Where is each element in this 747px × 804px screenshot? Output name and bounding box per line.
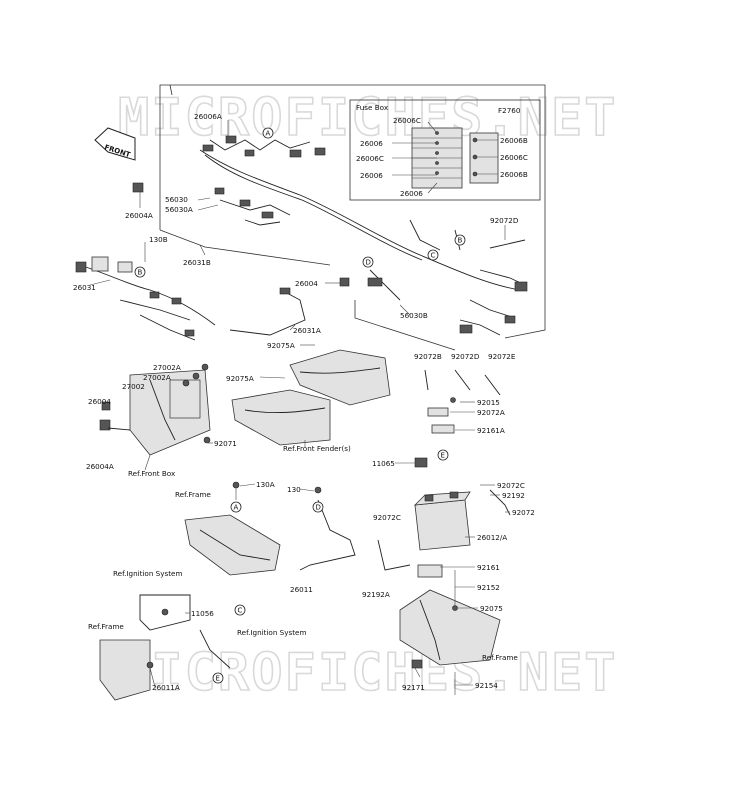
ref-ignition-1: Ref.Ignition System: [113, 569, 182, 578]
fuse-label-26006-a: 26006: [360, 139, 383, 148]
fuse-box: Fuse Box 26006C 26006 26006C 26006 26006…: [349, 99, 541, 201]
ignition-mount: [99, 594, 231, 701]
label-92015: 92015: [477, 398, 500, 407]
svg-text:C: C: [238, 607, 243, 615]
fuse-label-26006B-a: 26006B: [500, 136, 528, 145]
svg-text:B: B: [138, 269, 143, 277]
callout-B-1: B: [134, 266, 146, 278]
connector-26004: [339, 277, 350, 287]
fuse-label-26006C-c: 26006C: [500, 153, 528, 162]
label-56030B: 56030B: [400, 311, 428, 320]
label-26031A: 26031A: [293, 326, 321, 335]
label-92072C-right: 92072C: [497, 481, 525, 490]
callout-E-2: E: [212, 672, 224, 684]
front-box-assembly: [99, 363, 211, 456]
label-130A: 130A: [256, 480, 275, 489]
label-92072D-top: 92072D: [490, 216, 519, 225]
harness-26031A: [229, 287, 306, 336]
harness-26031: [75, 256, 216, 341]
ref-ignition-2: Ref.Ignition System: [237, 628, 306, 637]
fuse-label-26006-b: 26006: [360, 171, 383, 180]
label-92072B: 92072B: [414, 352, 442, 361]
label-26031B: 26031B: [183, 258, 211, 267]
frame-bracket-center: [184, 481, 281, 576]
label-26004A-left: 26004A: [86, 462, 114, 471]
label-26004-left: 26004: [88, 397, 111, 406]
label-92075A-1: 92075A: [267, 341, 295, 350]
label-F2760: F2760: [498, 106, 521, 115]
label-56030A: 56030A: [165, 205, 193, 214]
svg-text:C: C: [431, 252, 436, 260]
callout-A-2: A: [230, 501, 242, 513]
callout-E-1: E: [437, 449, 449, 461]
battery-tray: [399, 570, 501, 695]
ref-front-box: Ref.Front Box: [128, 469, 176, 478]
svg-text:B: B: [458, 237, 463, 245]
label-26011: 26011: [290, 585, 313, 594]
label-56030: 56030: [165, 195, 188, 204]
label-92072C: 92072C: [373, 513, 401, 522]
fuse-box-title: Fuse Box: [356, 103, 389, 112]
svg-text:D: D: [316, 504, 321, 512]
label-92072D: 92072D: [451, 352, 480, 361]
fuse-label-26006C-a: 26006C: [393, 116, 421, 125]
harness-frame: [159, 84, 546, 351]
svg-text:E: E: [441, 452, 445, 460]
callout-D-2: D: [312, 501, 324, 513]
label-92071: 92071: [214, 439, 237, 448]
callout-B-2: B: [454, 234, 466, 246]
label-92072A: 92072A: [477, 408, 505, 417]
label-92192A: 92192A: [362, 590, 390, 599]
leader-lines: [89, 120, 510, 688]
svg-text:A: A: [234, 504, 239, 512]
main-wire-harness: [199, 135, 528, 336]
callout-C-2: C: [234, 604, 246, 616]
fuse-label-26006-c: 26006: [400, 189, 423, 198]
label-92075: 92075: [480, 604, 503, 613]
svg-text:A: A: [266, 130, 271, 138]
label-26012A: 26012/A: [477, 533, 507, 542]
svg-text:D: D: [366, 259, 371, 267]
label-130B: 130B: [149, 235, 168, 244]
label-26004A-top: 26004A: [125, 211, 153, 220]
label-26031: 26031: [73, 283, 96, 292]
label-92152: 92152: [477, 583, 500, 592]
callout-C-1: C: [427, 249, 439, 261]
fuse-label-26006B-b: 26006B: [500, 170, 528, 179]
label-92072: 92072: [512, 508, 535, 517]
svg-text:E: E: [216, 675, 220, 683]
label-92154: 92154: [475, 681, 498, 690]
label-27002A-1: 27002A: [153, 363, 181, 372]
battery-cable-26011: [299, 486, 356, 571]
callout-A-1: A: [262, 127, 274, 139]
battery-26012: [377, 489, 511, 571]
label-92192: 92192: [502, 491, 525, 500]
label-92072E: 92072E: [488, 352, 516, 361]
ref-frame-1: Ref.Frame: [175, 490, 211, 499]
label-11056: 11056: [191, 609, 214, 618]
label-92171: 92171: [402, 683, 425, 692]
watermark-bottom: MICROFICHES.NET: [118, 643, 618, 703]
fuse-label-26006C-b: 26006C: [356, 154, 384, 163]
battery-top-parts: [414, 369, 501, 578]
label-92075A-2: 92075A: [226, 374, 254, 383]
connector-26004A: [132, 182, 144, 193]
label-130: 130: [287, 485, 301, 494]
front-fender-set: [231, 349, 391, 446]
label-92161A: 92161A: [477, 426, 505, 435]
label-27002A-2: 27002A: [143, 373, 171, 382]
label-26011A: 26011A: [152, 683, 180, 692]
label-92161: 92161: [477, 563, 500, 572]
label-11065: 11065: [372, 459, 395, 468]
watermark-top: MICROFICHES.NET: [118, 88, 618, 148]
label-26006A: 26006A: [194, 112, 222, 121]
ref-frame-3: Ref.Frame: [482, 653, 518, 662]
label-26004: 26004: [295, 279, 318, 288]
ref-frame-2: Ref.Frame: [88, 622, 124, 631]
label-27002: 27002: [122, 382, 145, 391]
ref-front-fender: Ref.Front Fender(s): [283, 444, 351, 453]
callout-D-1: D: [362, 256, 374, 268]
